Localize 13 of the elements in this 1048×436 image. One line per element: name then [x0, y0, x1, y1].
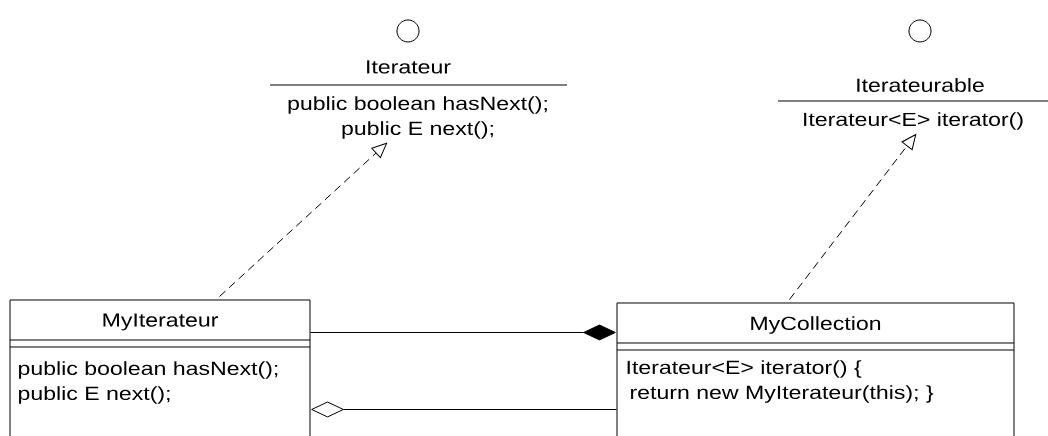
- interface-box: Iterateurable Iterateur<E> iterator(): [777, 19, 1048, 130]
- association-line: [310, 324, 616, 341]
- node-label: public boolean hasNext();: [288, 96, 547, 114]
- interface-box: Iterateur public boolean hasNext(); public E next();: [269, 19, 568, 139]
- node-label: public E next();: [342, 121, 493, 139]
- realization-arrow: [789, 134, 917, 300]
- association-line: [311, 401, 617, 418]
- class-box: MyCollection Iterateur<E> iterator() { return new MyIterateur(this); }: [616, 302, 1015, 436]
- class-box: MyIterateur public boolean hasNext(); public E next();: [9, 299, 311, 436]
- node-label: Iterateur<E> iterator(): [804, 112, 1023, 130]
- node-label: Iterateurable: [857, 78, 984, 92]
- realization-arrow: [219, 142, 388, 297]
- node-label: Iterateur: [367, 60, 451, 74]
